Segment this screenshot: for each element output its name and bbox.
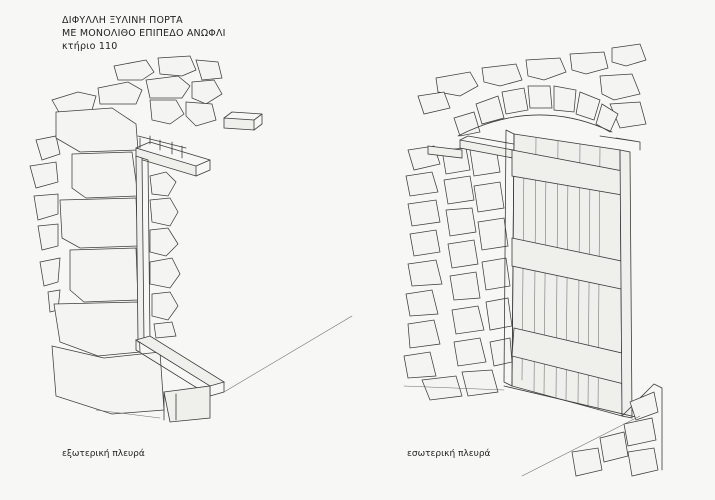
- interior-door-leaf: [503, 129, 633, 419]
- exterior-corner-quoins: [51, 107, 165, 415]
- drawing-title-block: ΔΙΦΥΛΛΗ ΞΥΛΙΝΗ ΠΟΡΤΑ ΜΕ ΜΟΝΟΛΙΘΟ ΕΠΙΠΕΔΟ…: [62, 14, 226, 53]
- interior-arch: [453, 85, 619, 137]
- exterior-lintel: [135, 111, 263, 177]
- title-line-3: κτήριο 110: [62, 41, 118, 52]
- exterior-ground-line: [223, 315, 353, 393]
- interior-door-sketch: [403, 43, 663, 477]
- interior-floor: [403, 383, 663, 477]
- caption-exterior-side: εξωτερική πλευρά: [62, 449, 145, 459]
- exterior-base-line: [95, 409, 161, 419]
- title-line-1: ΔΙΦΥΛΛΗ ΞΥΛΙΝΗ ΠΟΡΤΑ: [62, 15, 183, 26]
- title-line-2: ΜΕ ΜΟΝΟΛΙΘΟ ΕΠΙΠΕΔΟ ΑΝΩΦΛΙ: [62, 28, 226, 39]
- exterior-door-frame: [135, 155, 225, 423]
- caption-interior-side: εσωτερική πλευρά: [407, 449, 491, 459]
- exterior-wall-stones: [29, 55, 223, 339]
- exterior-door-sketch: [29, 55, 353, 423]
